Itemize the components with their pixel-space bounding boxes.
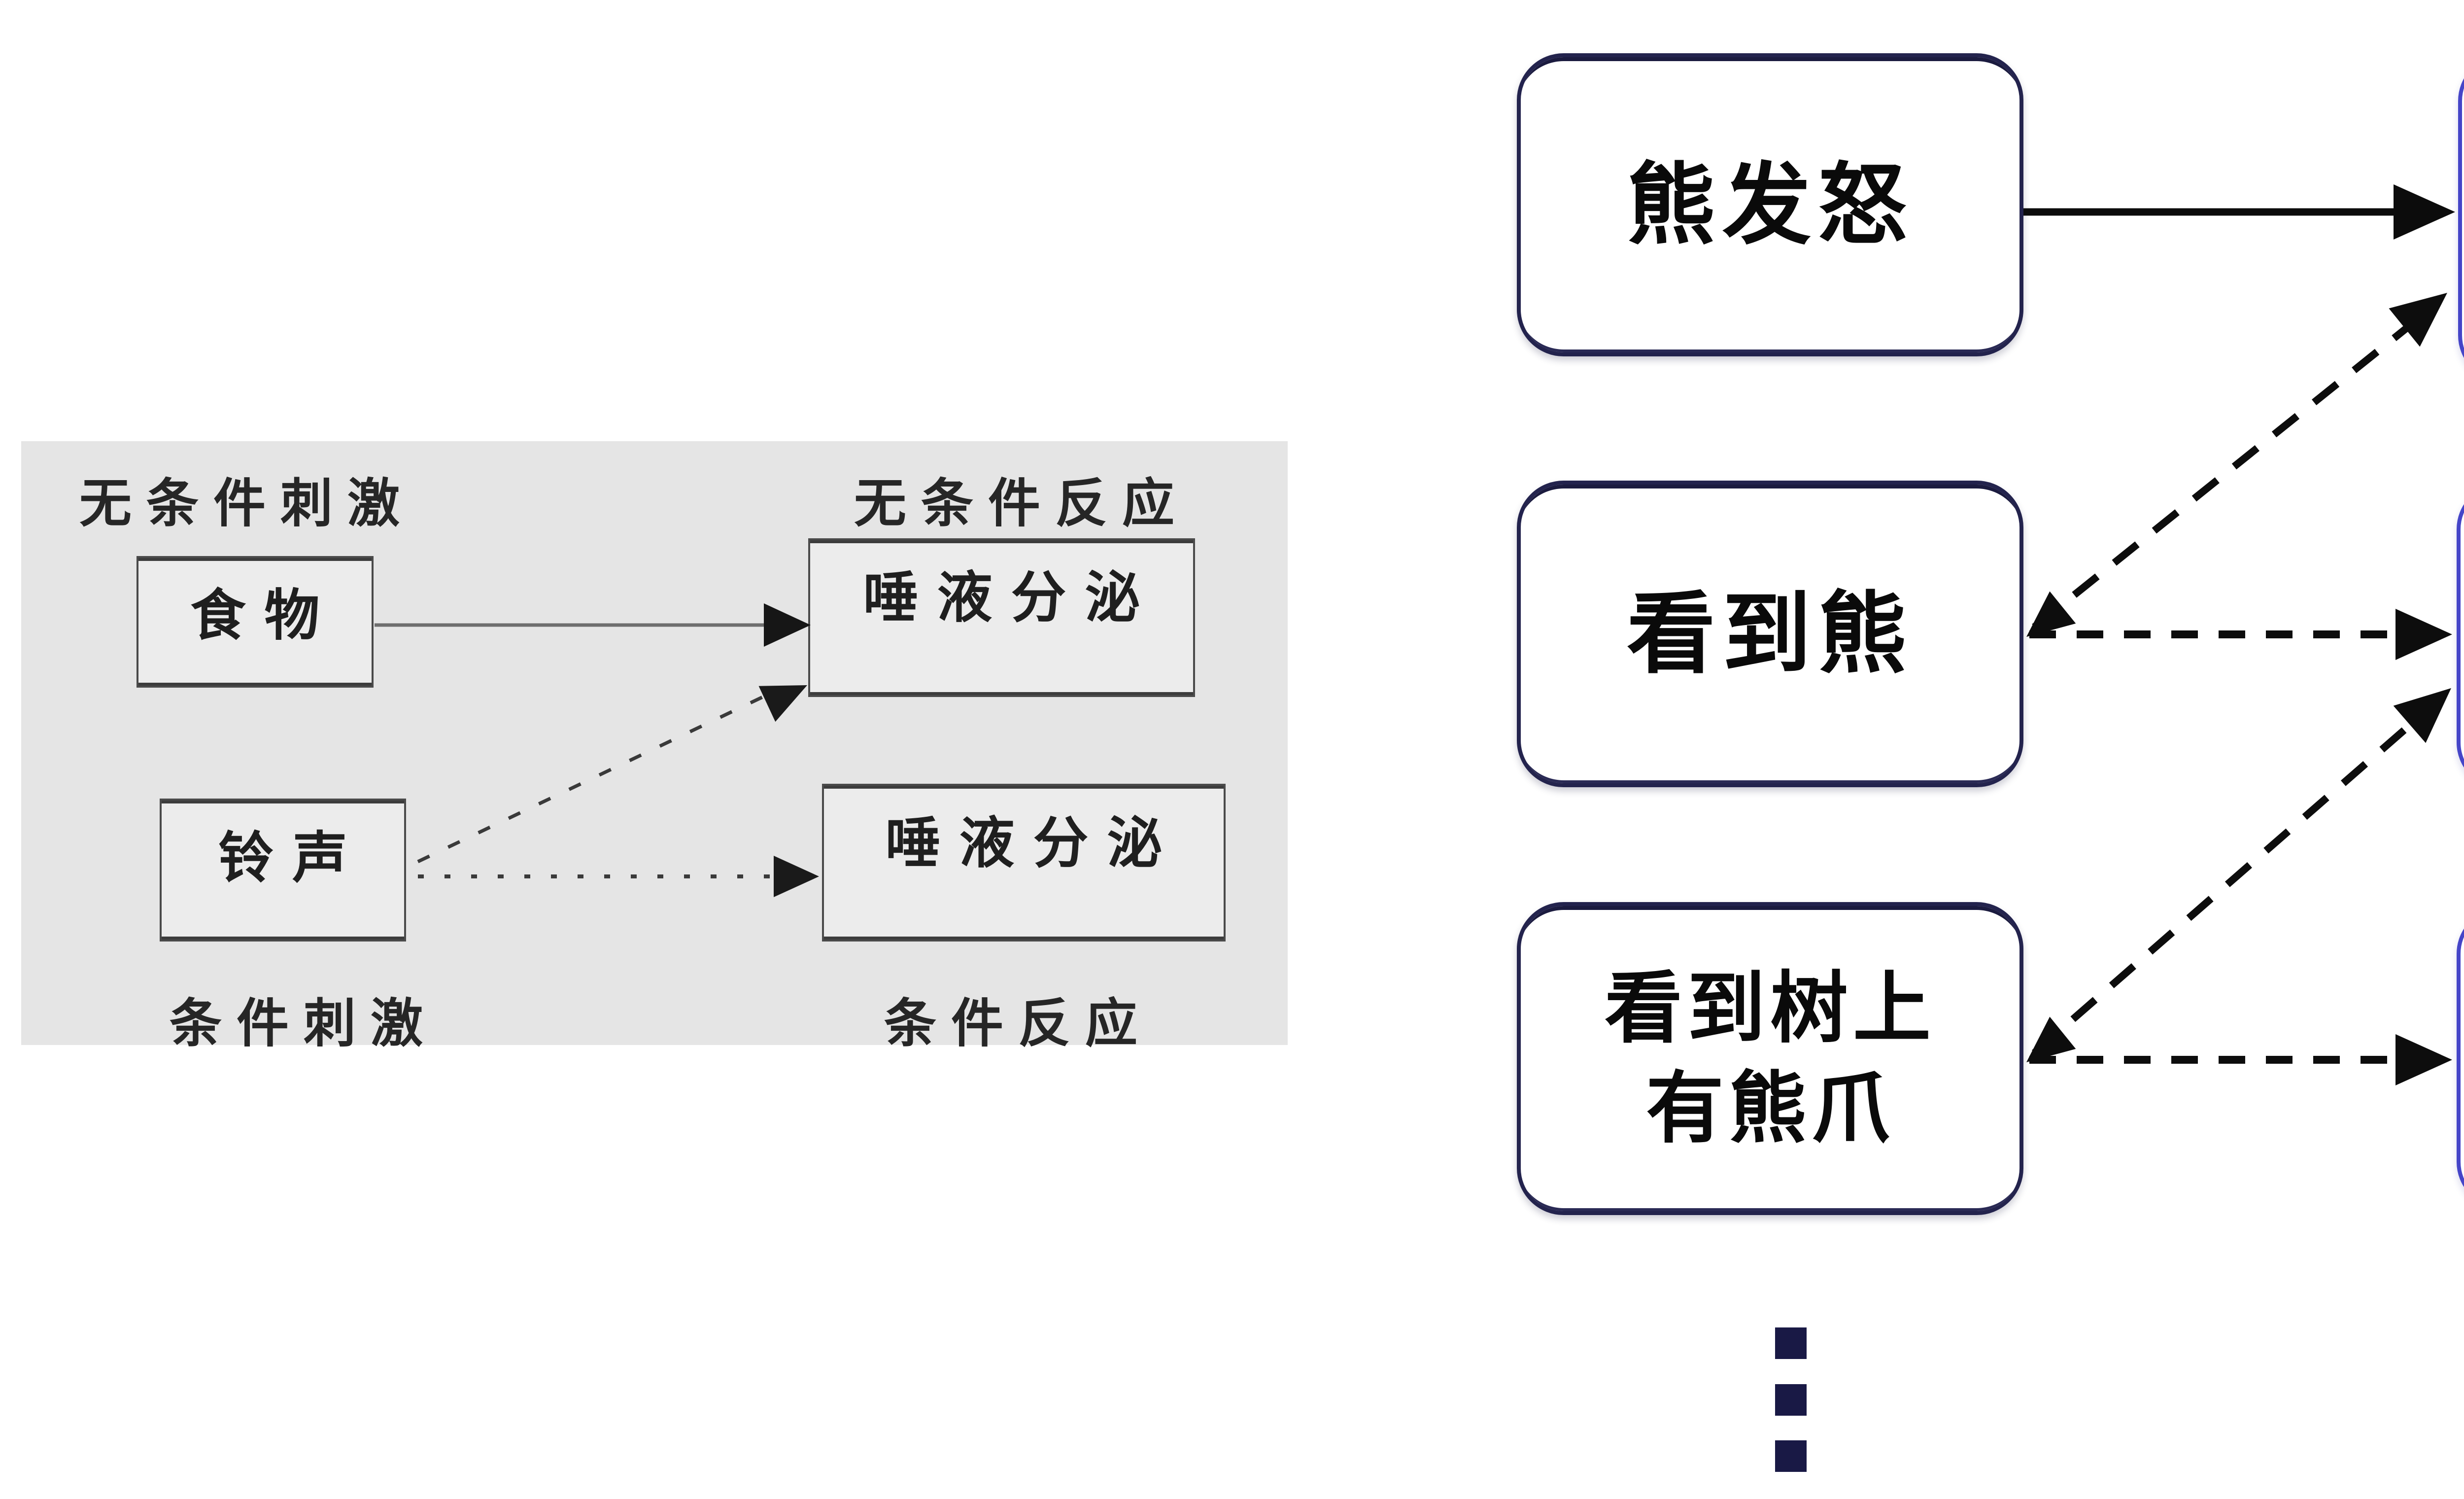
node-see-claw-label-line2: 有熊爪 [1646,1062,1894,1154]
pavlov-panel: 无条件刺激 无条件反应 食物 唾液分泌 铃声 唾液分泌 条件刺激 条件反应 [21,441,1288,1054]
node-unconditioned-response: 唾液分泌 [808,538,1195,697]
node-reward: 奖励 [2458,54,2464,382]
node-v-s-prime: V(s′) [2457,483,2464,789]
see-claw-to-vs-dashed-arrow [2026,1016,2452,1085]
bear-to-reward-arrow [2023,184,2455,240]
see-claw-to-vsprime-dashed-arrow [2032,688,2451,1056]
label-unconditioned-response: 无条件反应 [854,473,1189,534]
node-v-s: V(s) [2457,907,2464,1209]
node-conditioned-response-label: 唾液分泌 [885,811,1181,875]
node-food: 食物 [137,556,374,688]
node-food-label: 食物 [190,584,339,648]
see-bear-to-reward-dashed-arrow [2032,293,2447,630]
node-see-bear-label: 看到熊 [1626,582,1914,686]
node-see-claw-label-line1: 看到树上 [1605,963,1936,1054]
ellipsis-dot [1775,1327,1807,1359]
ellipsis-dot [1775,1440,1807,1472]
label-unconditioned-stimulus: 无条件刺激 [79,473,414,534]
node-bear-angry-label: 熊发怒 [1626,152,1914,257]
see-bear-to-vsprime-dashed-arrow [2026,591,2452,660]
node-conditioned-response: 唾液分泌 [822,784,1226,941]
node-unconditioned-response-label: 唾液分泌 [863,566,1159,630]
label-conditioned-response: 条件反应 [884,993,1152,1054]
node-bell-label: 铃声 [218,826,366,890]
node-bell: 铃声 [160,799,406,941]
node-see-claw: 看到树上 有熊爪 [1517,902,2023,1215]
node-bear-angry: 熊发怒 [1517,53,2023,356]
ellipsis-dot [1775,1384,1807,1416]
label-conditioned-stimulus: 条件刺激 [170,993,438,1054]
node-see-bear: 看到熊 [1517,481,2023,787]
